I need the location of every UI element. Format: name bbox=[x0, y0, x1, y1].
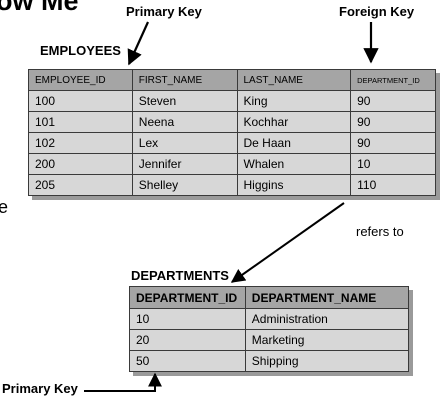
employees-col-first-name: FIRST_NAME bbox=[131, 69, 238, 91]
departments-col-department-id: DEPARTMENT_ID bbox=[129, 286, 246, 309]
department-id-cell: 10 bbox=[129, 308, 246, 330]
departments-col-department-name: DEPARTMENT_NAME bbox=[244, 286, 410, 309]
primary-key-bottom-label: Primary Key bbox=[2, 381, 78, 396]
employees-col-last-name: LAST_NAME bbox=[236, 69, 352, 91]
employee-id-cell: 100 bbox=[28, 90, 133, 112]
last-name-cell: Higgins bbox=[236, 174, 352, 196]
department-id-cell: 90 bbox=[350, 132, 436, 154]
slide-title: ow Me bbox=[0, 0, 79, 16]
last-name-cell: Kochhar bbox=[236, 111, 352, 133]
foreign-key-label: Foreign Key bbox=[339, 4, 415, 19]
primary-key-bottom-arrow bbox=[84, 372, 162, 392]
last-name-cell: Whalen bbox=[236, 153, 352, 175]
table-row: 20 Marketing bbox=[129, 329, 410, 351]
table-row: 50 Shipping bbox=[129, 350, 410, 372]
employees-table-title: EMPLOYEES bbox=[40, 43, 121, 58]
table-row: 200 Jennifer Whalen 10 bbox=[28, 153, 436, 175]
employees-header-row: EMPLOYEE_ID FIRST_NAME LAST_NAME DEPARTM… bbox=[28, 69, 436, 91]
department-name-cell: Marketing bbox=[244, 329, 410, 351]
department-id-cell: 50 bbox=[129, 350, 246, 372]
first-name-cell: Neena bbox=[131, 111, 238, 133]
table-row: 102 Lex De Haan 90 bbox=[28, 132, 436, 154]
primary-key-arrow bbox=[127, 21, 150, 66]
department-id-cell: 90 bbox=[350, 90, 436, 112]
first-name-cell: Shelley bbox=[131, 174, 238, 196]
first-name-cell: Lex bbox=[131, 132, 238, 154]
refers-to-label: refers to bbox=[356, 224, 404, 239]
last-name-cell: De Haan bbox=[236, 132, 352, 154]
primary-key-label: Primary Key bbox=[126, 4, 202, 19]
employee-id-cell: 101 bbox=[28, 111, 133, 133]
employee-id-cell: 200 bbox=[28, 153, 133, 175]
employees-table: EMPLOYEE_ID FIRST_NAME LAST_NAME DEPARTM… bbox=[28, 69, 436, 196]
table-row: 101 Neena Kochhar 90 bbox=[28, 111, 436, 133]
stray-text: e bbox=[0, 197, 9, 217]
department-id-cell: 20 bbox=[129, 329, 246, 351]
department-id-cell: 90 bbox=[350, 111, 436, 133]
employee-id-cell: 205 bbox=[28, 174, 133, 196]
last-name-cell: King bbox=[236, 90, 352, 112]
departments-table-title: DEPARTMENTS bbox=[131, 268, 229, 283]
department-id-cell: 110 bbox=[350, 174, 436, 196]
departments-table: DEPARTMENT_ID DEPARTMENT_NAME 10 Adminis… bbox=[129, 286, 410, 372]
department-name-cell: Administration bbox=[244, 308, 410, 330]
employees-col-employee-id: EMPLOYEE_ID bbox=[28, 69, 133, 91]
table-row: 100 Steven King 90 bbox=[28, 90, 436, 112]
employees-col-department-id: DEPARTMENT_ID bbox=[350, 69, 436, 91]
department-name-cell: Shipping bbox=[244, 350, 410, 372]
first-name-cell: Jennifer bbox=[131, 153, 238, 175]
table-row: 205 Shelley Higgins 110 bbox=[28, 174, 436, 196]
first-name-cell: Steven bbox=[131, 90, 238, 112]
departments-header-row: DEPARTMENT_ID DEPARTMENT_NAME bbox=[129, 286, 410, 309]
table-row: 10 Administration bbox=[129, 308, 410, 330]
department-id-cell: 10 bbox=[350, 153, 436, 175]
employee-id-cell: 102 bbox=[28, 132, 133, 154]
refers-to-arrow bbox=[230, 202, 345, 283]
